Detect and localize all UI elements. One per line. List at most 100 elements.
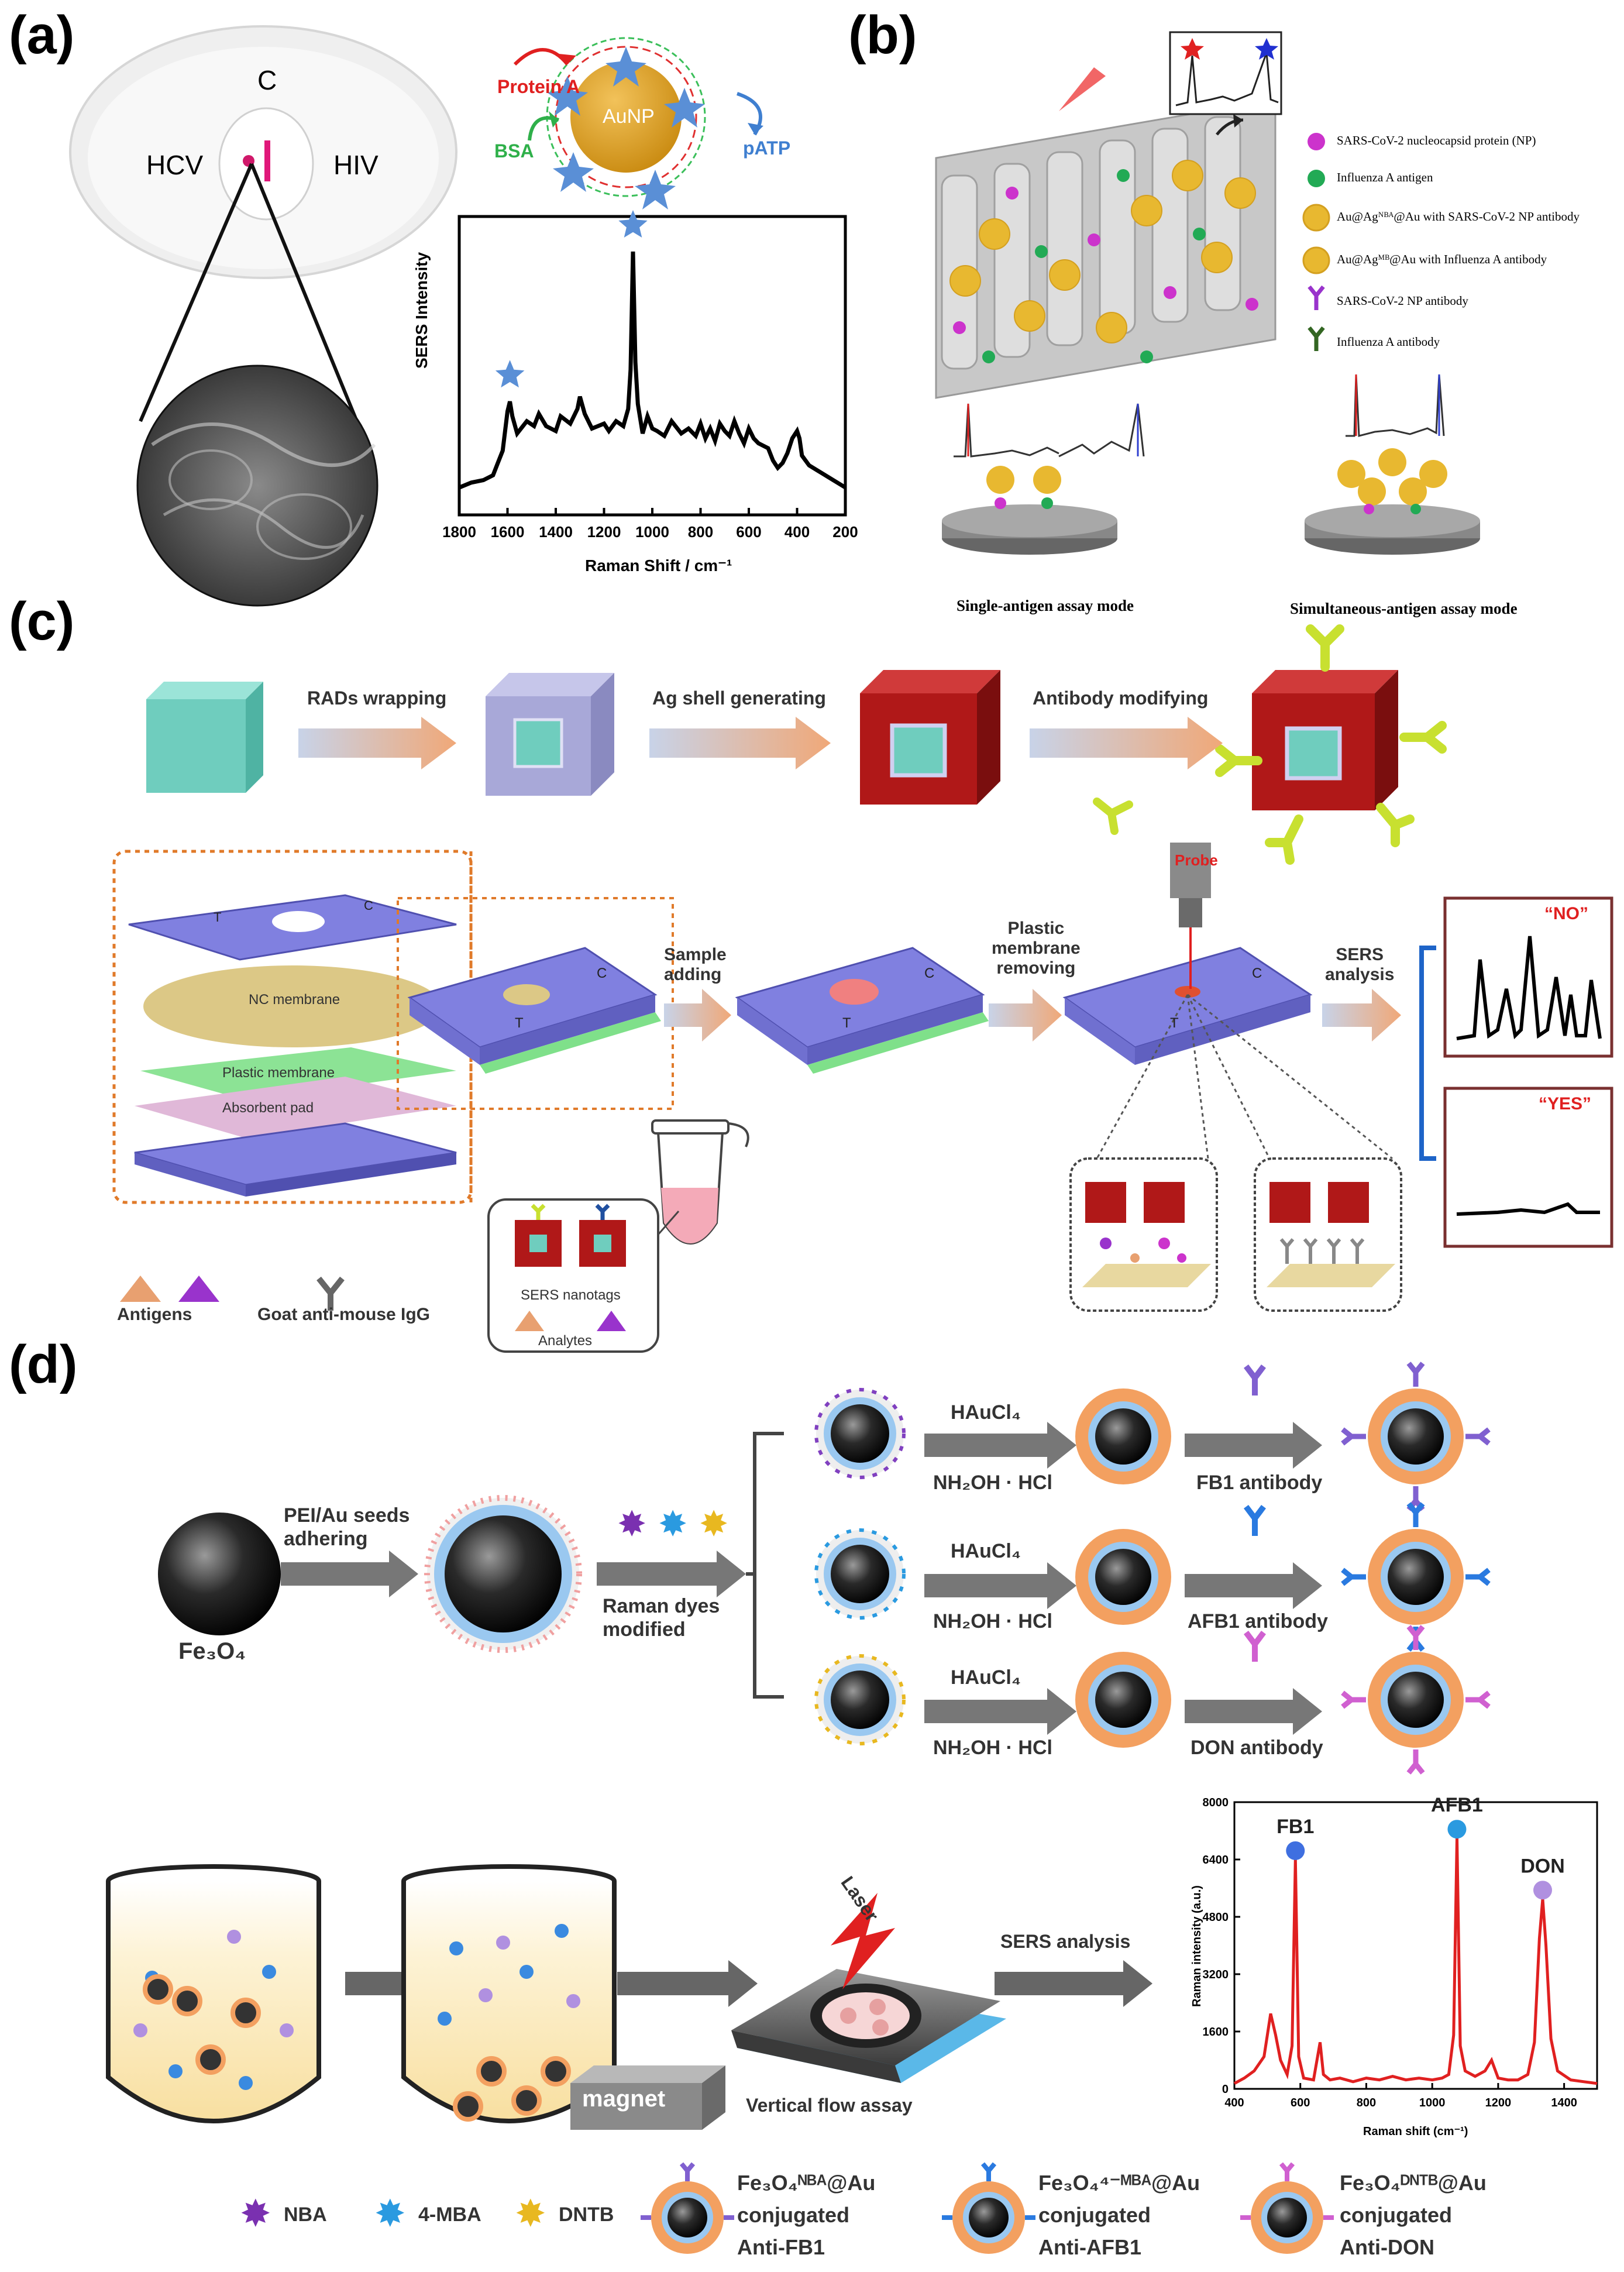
result-yes-label: “YES” <box>1539 1094 1592 1113</box>
vfa-device <box>731 1893 1006 2083</box>
label-protein-a: Protein A <box>497 76 580 97</box>
label-aunp: AuNP <box>603 105 655 128</box>
chart-d-xlabel: Raman shift (cm⁻¹) <box>1363 2125 1468 2138</box>
rads-wrapped-cube <box>486 673 614 796</box>
chart-d-ytick-label: 4800 <box>1203 1911 1229 1924</box>
free-antibody-icon <box>1093 798 1133 835</box>
chart-a-xlabel: Raman Shift / cm⁻¹ <box>585 556 732 575</box>
conj-fb1-icon <box>641 2162 734 2254</box>
legend-conj-don-l3: Anti-DON <box>1340 2235 1434 2259</box>
chart-a-tick-label: 600 <box>736 523 761 541</box>
legend-conj-don-l2: conjugated <box>1340 2203 1453 2227</box>
legend-conj-don-name: Fe₃O₄ᴰᴺᵀᴮ@Au <box>1340 2171 1487 2195</box>
label-haucl4-3: HAuCl₄ <box>951 1666 1021 1689</box>
label-sers-analysis: SERS analysis <box>1325 945 1395 984</box>
label-fb1-antibody: FB1 antibody <box>1196 1472 1323 1494</box>
dntb-icon: ✸ <box>515 2192 546 2235</box>
step-antibody: Antibody modifying <box>1033 688 1209 709</box>
legend-b-3: Au@Agᴹᴮ@Au with Influenza A antibody <box>1337 252 1547 266</box>
result-yes-spectrum <box>1456 1202 1600 1216</box>
row-fb1 <box>814 1362 1491 1511</box>
panel-b-legend-icons <box>1302 133 1330 351</box>
simultaneous-mode-diagram <box>1305 374 1480 555</box>
legend-conj-fb1-l2: conjugated <box>737 2203 850 2227</box>
detail-box-control <box>1254 1157 1402 1312</box>
exploded-layers <box>128 894 457 1197</box>
strip-assembled <box>407 947 661 1074</box>
magnet <box>570 2065 725 2130</box>
pei-coated-particle <box>424 1495 582 1653</box>
chart-d-peak-label: FB1 <box>1277 1816 1314 1838</box>
nanotags-box <box>487 1198 659 1353</box>
chart-a-tick-label: 200 <box>832 523 858 541</box>
panel-label-c: (c) <box>9 592 75 651</box>
label-pei: PEI/Au seeds adhering <box>284 1504 410 1550</box>
single-mode-diagram <box>942 403 1145 555</box>
analyte-2-icon <box>597 1311 626 1331</box>
panel-label-a: (a) <box>9 5 75 65</box>
step-ag: Ag shell generating <box>652 688 826 709</box>
chart-a-tick-label: 400 <box>785 523 810 541</box>
legend-conj-afb1-l3: Anti-AFB1 <box>1038 2235 1141 2259</box>
chart-a-tick-label: 1200 <box>587 523 621 541</box>
label-bsa: BSA <box>494 140 534 161</box>
result-no-spectrum <box>1456 936 1602 1040</box>
chart-a-frame <box>457 215 847 517</box>
panel-c <box>112 624 1613 1353</box>
label-patp: pATP <box>743 138 791 159</box>
chart-d-peak-label: DON <box>1520 1855 1565 1877</box>
strip-probed <box>1062 843 1393 1160</box>
ag-shell-cube <box>860 670 1000 805</box>
panel-label-b: (b) <box>848 5 917 65</box>
label-nh2oh-1: NH₂OH · HCl <box>933 1472 1052 1494</box>
chart-d-ytick-label: 3200 <box>1203 1968 1229 1981</box>
chart-d-peak-label: AFB1 <box>1431 1794 1483 1816</box>
chart-d-xtick-label: 1400 <box>1551 2096 1577 2109</box>
analyte-1-icon <box>515 1311 544 1331</box>
legend-4mba: 4-MBA <box>418 2204 481 2226</box>
label-probe: Probe <box>1175 851 1218 869</box>
chart-d-frame <box>1233 1801 1598 2090</box>
legend-conj-fb1-l3: Anti-FB1 <box>737 2235 825 2259</box>
label-analytes: Analytes <box>538 1333 593 1349</box>
strip3-c: C <box>1252 965 1262 981</box>
tube-1 <box>106 1864 321 2123</box>
antigen-icon-1 <box>120 1276 161 1302</box>
exploded-t: T <box>214 910 222 924</box>
assembled-strip-box <box>397 897 674 1110</box>
antigen-icon-2 <box>178 1276 219 1302</box>
panel-d: ✸ ✸ ✸ <box>106 1362 1598 2254</box>
label-haucl4-2: HAuCl₄ <box>951 1540 1021 1562</box>
legend-conj-icons <box>641 2162 1334 2254</box>
probe-body <box>1170 843 1211 898</box>
label-vfa: Vertical flow assay <box>746 2095 913 2116</box>
branch-bracket <box>753 1432 784 1699</box>
device-label-hiv: HIV <box>333 150 379 180</box>
chart-d-peak-marker <box>1447 1820 1467 1839</box>
nanotag-cubes <box>515 1204 626 1267</box>
chart-a-peak-markers <box>495 210 648 388</box>
svg-text:✸: ✸ <box>699 1504 728 1544</box>
svg-text:✸: ✸ <box>658 1504 687 1544</box>
strip1-c: C <box>597 965 607 981</box>
legend-b-4: SARS-CoV-2 NP antibody <box>1337 294 1468 308</box>
legend-conj-afb1-name: Fe₃O₄⁴⁻ᴹᴮᴬ@Au <box>1038 2171 1200 2195</box>
label-don-antibody: DON antibody <box>1191 1737 1323 1759</box>
label-nh2oh-3: NH₂OH · HCl <box>933 1737 1052 1759</box>
conj-don-icon <box>1240 2162 1334 2254</box>
chart-d-peak-marker <box>1533 1881 1552 1900</box>
mba-icon: ✸ <box>374 2192 406 2235</box>
strip-sample-added <box>735 947 989 1074</box>
detail-box-positive <box>1069 1157 1218 1312</box>
result-box-no <box>1443 896 1613 1058</box>
label-nh2oh-2: NH₂OH · HCl <box>933 1610 1052 1632</box>
chart-d-series-line <box>1233 1838 1598 2085</box>
chart-d-ytick-label: 0 <box>1222 2083 1229 2096</box>
strip3-t: T <box>1170 1015 1179 1031</box>
arrow-pei <box>281 1551 418 1597</box>
nba-icon: ✸ <box>240 2192 271 2235</box>
